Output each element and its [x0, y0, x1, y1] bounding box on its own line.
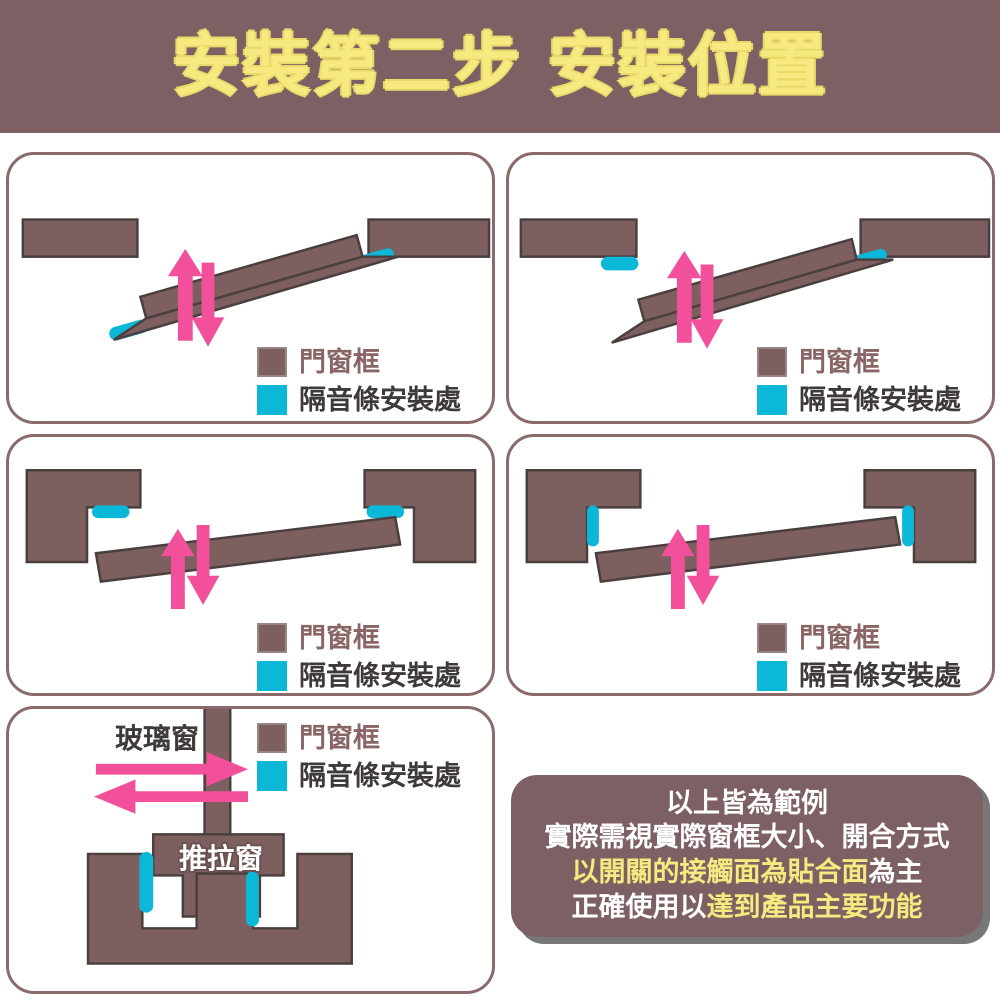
frame-color-swatch-icon	[257, 623, 287, 653]
frame-color-swatch-icon	[257, 723, 287, 753]
legend-seal-label: 隔音條安裝處	[799, 660, 961, 692]
diagram-hinged-door-seal-on-door-edge	[21, 218, 491, 347]
glass-window-label: 玻璃窗	[115, 722, 200, 755]
arrow-down	[686, 524, 720, 606]
note-line-3: 以開關的接觸面為貼合面為主	[572, 856, 923, 891]
legend-row-seal: 隔音條安裝處	[757, 659, 961, 693]
note-line-1: 以上皆為範例	[666, 787, 828, 822]
note-line-2-seg-1: 實際需視實際窗框大小、開合方式	[544, 822, 950, 854]
arrow-left	[93, 779, 249, 814]
panel-mid-right: 門窗框 隔音條安裝處	[506, 434, 995, 696]
page-title: 安裝第二步 安裝位置	[172, 26, 828, 106]
legend-frame-label: 門窗框	[299, 622, 380, 654]
legend-row-frame: 門窗框	[257, 721, 461, 755]
arrow-right	[95, 752, 249, 787]
legend-seal-label: 隔音條安裝處	[299, 384, 461, 416]
panel-top-left: 門窗框 隔音條安裝處	[6, 152, 495, 424]
frame-block-left	[519, 218, 638, 258]
arrow-up	[661, 528, 695, 609]
frame-color-swatch-icon	[757, 623, 787, 653]
legend-row-seal: 隔音條安裝處	[257, 383, 461, 417]
legend-frame-label: 門窗框	[299, 722, 380, 754]
seal-color-swatch-icon	[757, 661, 787, 691]
seal-color-swatch-icon	[257, 761, 287, 791]
frame-block-right	[863, 469, 977, 564]
legend-bottom-left: 門窗框 隔音條安裝處	[257, 721, 461, 797]
frame-color-swatch-icon	[257, 347, 287, 377]
diagram-rebated-frame-seal-on-vertical-face	[525, 469, 977, 609]
arrow-down	[191, 262, 225, 347]
legend-seal-label: 隔音條安裝處	[299, 660, 461, 692]
legend-frame-label: 門窗框	[799, 622, 880, 654]
legend-row-seal: 隔音條安裝處	[257, 659, 461, 693]
sash-bar	[594, 515, 902, 583]
seal-color-swatch-icon	[257, 385, 287, 415]
legend-row-frame: 門窗框	[257, 345, 461, 379]
arrow-up	[168, 248, 203, 341]
legend-row-frame: 門窗框	[757, 621, 961, 655]
legend-seal-label: 隔音條安裝處	[799, 384, 961, 416]
diagram-rebated-frame-seal-on-horizontal-ledge	[25, 469, 477, 609]
note-line-4: 正確使用以達到產品主要功能	[572, 891, 923, 926]
seal-strip-left	[587, 505, 599, 547]
legend-row-seal: 隔音條安裝處	[257, 759, 461, 793]
legend-top-left: 門窗框 隔音條安裝處	[257, 345, 461, 421]
note-line-2: 實際需視實際窗框大小、開合方式	[545, 821, 950, 856]
seal-strip-right	[366, 505, 405, 519]
diagram-hinged-door-seal-on-frame-underside	[519, 218, 991, 349]
legend-row-seal: 隔音條安裝處	[757, 383, 961, 417]
seal-color-swatch-icon	[757, 385, 787, 415]
note-line-3-seg-2: 為主	[868, 857, 923, 888]
frame-block-right	[363, 469, 477, 564]
legend-seal-label: 隔音條安裝處	[299, 760, 461, 792]
note-line-4-seg-1: 正確使用以	[571, 891, 707, 923]
arrow-up	[161, 528, 195, 609]
legend-row-frame: 門窗框	[257, 621, 461, 655]
diagram-sliding-window-seal-placement	[86, 709, 353, 965]
seal-strip-right	[902, 505, 914, 547]
panel-top-right: 門窗框 隔音條安裝處	[506, 152, 995, 424]
legend-top-right: 門窗框 隔音條安裝處	[757, 345, 961, 421]
seal-strip-left	[91, 505, 130, 519]
seal-strip-right	[246, 871, 259, 927]
legend-row-frame: 門窗框	[757, 345, 961, 379]
frame-block-left	[525, 469, 642, 564]
legend-frame-label: 門窗框	[299, 346, 380, 378]
arrow-down	[186, 524, 220, 606]
window-track-sill	[86, 852, 353, 965]
sliding-window-label: 推拉窗	[179, 842, 264, 875]
note-line-1-seg-1: 以上皆為範例	[666, 787, 828, 819]
frame-color-swatch-icon	[757, 347, 787, 377]
seal-strip-left	[139, 851, 154, 913]
header-banner: 安裝第二步 安裝位置	[0, 0, 1000, 133]
panel-bottom-left: 玻璃窗 推拉窗 門窗框 隔音條安裝處	[6, 706, 495, 994]
note-box: 以上皆為範例 實際需視實際窗框大小、開合方式 以開關的接觸面為貼合面為主 正確使…	[511, 775, 983, 937]
frame-block-left	[25, 469, 142, 564]
panel-mid-left: 門窗框 隔音條安裝處	[6, 434, 495, 696]
legend-mid-left: 門窗框 隔音條安裝處	[257, 621, 461, 693]
note-line-3-seg-1: 以開關的接觸面為貼合面	[571, 857, 869, 888]
sash-bar	[94, 515, 402, 583]
seal-color-swatch-icon	[257, 661, 287, 691]
legend-mid-right: 門窗框 隔音條安裝處	[757, 621, 961, 693]
arrow-up	[667, 250, 702, 343]
arrow-down	[690, 264, 724, 349]
seal-strip	[600, 256, 639, 271]
note-line-4-seg-2: 達到產品主要功能	[706, 891, 923, 923]
legend-frame-label: 門窗框	[799, 346, 880, 378]
frame-block-left	[21, 218, 139, 258]
